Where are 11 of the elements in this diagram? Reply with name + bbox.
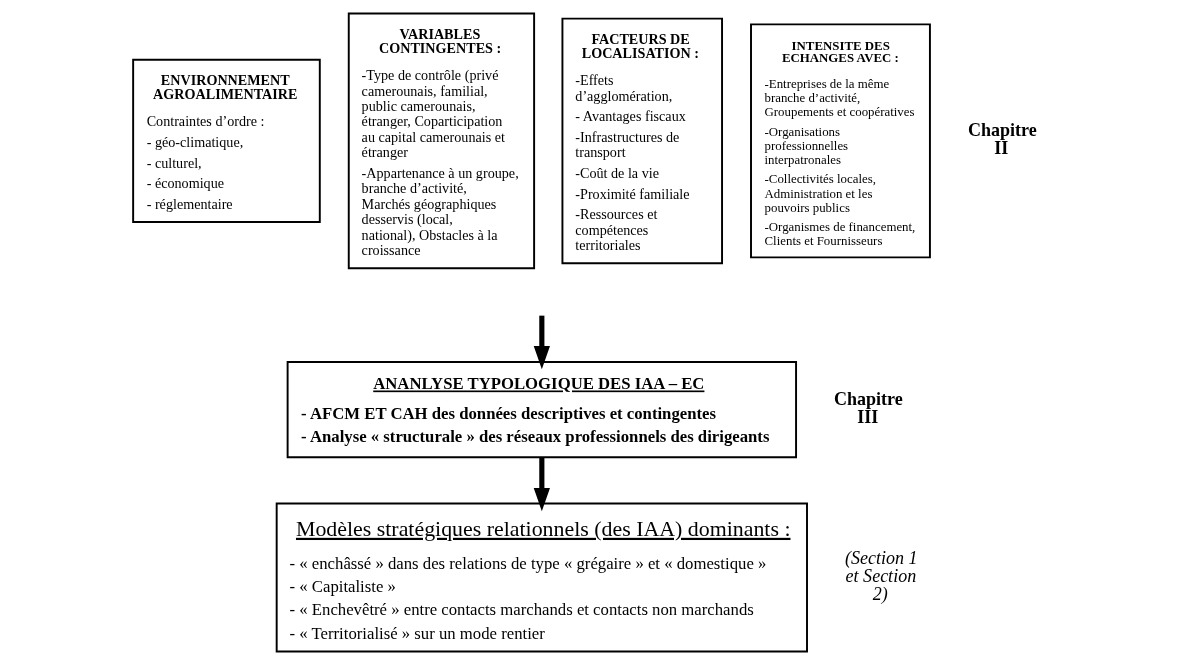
node-box: INTENSITE DES ECHANGES AVEC : -Entreprises de la même branche d’activité, Groupements et coopératives -Organisations professionnelles interpatronales -Collectivités locales, Administration et les pouvoirs publics -Organismes de financement, Clients et Fournisseurs xyxy=(750,23,931,259)
node-box: ENVIRONNEMENT AGROALIMENTAIRE Contraintes d’ordre : - géo-climatique, - culturel, - économique - réglementaire xyxy=(132,58,321,223)
node-box: Modèles stratégiques relationnels (des IAA) dominants : - « enchâssé » dans des relations de type « grégaire » et « domestique » - « Capitaliste » - « Enchevêtré » entre contacts marchands et contacts non marchands - « Territorialisé » sur un mode rentier xyxy=(275,502,808,653)
node-box: VARIABLES CONTINGENTES : -Type de contrôle (privé camerounais, familial, public camerounais, étranger, Coparticipation au capital camerounais et étranger -Appartenance à un groupe, branche d’activité, Marchés géographiques desservis (local, national), Obstacles à la croissance xyxy=(347,12,536,270)
node-box: FACTEURS DE LOCALISATION : -Effets d’agglomération, - Avantages fiscaux -Infrastructures de transport -Coût de la vie -Proximité familiale -Ressources et compétences territoriales xyxy=(561,17,723,265)
node-box: ANANLYSE TYPOLOGIQUE DES IAA – EC - AFCM ET CAH des données descriptives et contingentes - Analyse « structurale » des réseaux professionnels des dirigeants xyxy=(286,360,798,459)
arrow xyxy=(533,457,550,512)
label: Chapitre III xyxy=(834,388,903,427)
label: Chapitre II xyxy=(967,119,1037,159)
arrow xyxy=(533,315,550,370)
label: (Section 1 et Section 2) xyxy=(844,547,918,604)
